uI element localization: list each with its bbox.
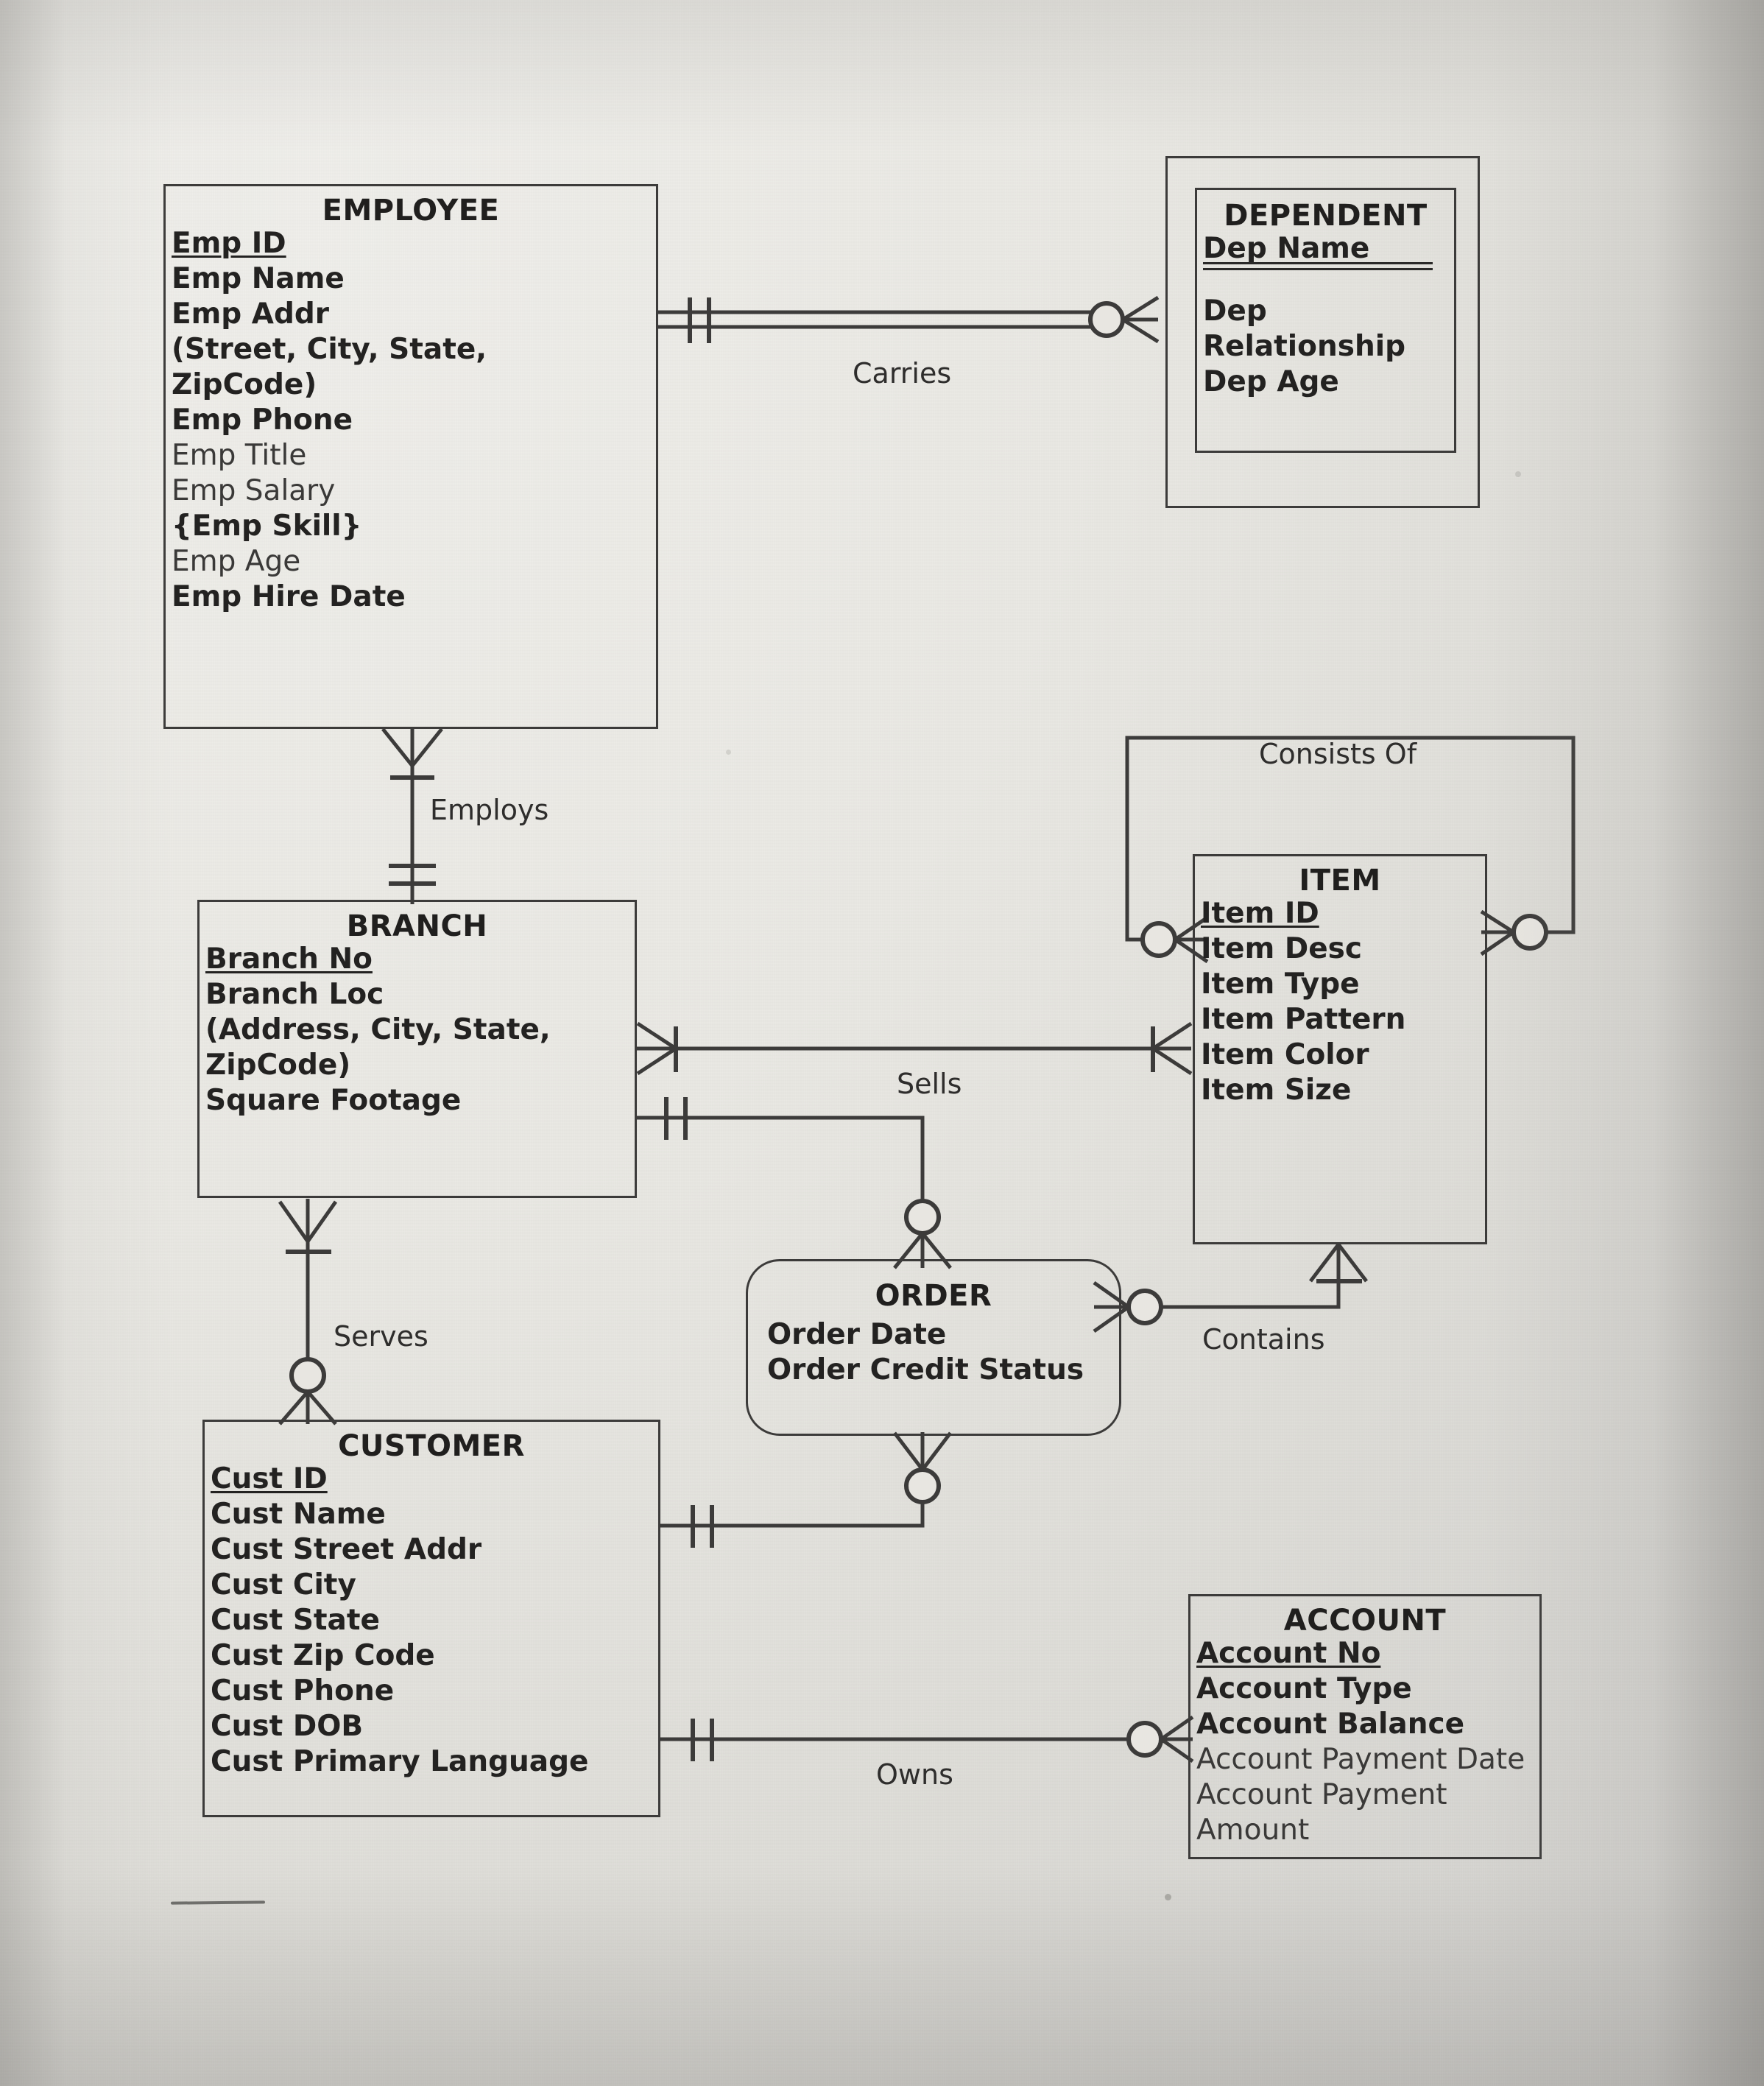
entity-title-customer: CUSTOMER: [338, 1429, 525, 1463]
attribute-emp-addr-components: (Street, City, State,: [172, 333, 487, 366]
relationship-line-owns: [660, 1715, 1194, 1763]
attribute-item-pattern: Item Pattern: [1201, 1003, 1406, 1036]
attribute-cust-zip-code: Cust Zip Code: [211, 1639, 435, 1672]
attribute-item-size: Item Size: [1201, 1074, 1352, 1107]
entity-order[interactable]: ORDER Order Date Order Credit Status: [746, 1259, 1121, 1436]
attribute-order-date: Order Date: [767, 1318, 947, 1351]
attribute-item-color: Item Color: [1201, 1038, 1369, 1071]
attribute-order-credit-status: Order Credit Status: [767, 1353, 1084, 1386]
attribute-account-payment: Account Payment: [1196, 1778, 1447, 1811]
entity-title-item: ITEM: [1299, 864, 1381, 898]
entity-customer[interactable]: CUSTOMER Cust ID Cust Name Cust Street A…: [202, 1420, 660, 1817]
entity-title-account: ACCOUNT: [1283, 1604, 1447, 1638]
paper-speck: [1165, 1894, 1171, 1900]
attribute-emp-title: Emp Title: [172, 439, 307, 472]
attribute-account-no: Account No: [1196, 1637, 1381, 1670]
attribute-cust-name: Cust Name: [211, 1498, 386, 1531]
relationship-label-serves: Serves: [334, 1320, 428, 1353]
entity-title-branch: BRANCH: [346, 909, 488, 943]
attribute-branch-addr-components: (Address, City, State,: [205, 1013, 551, 1046]
attribute-cust-primary-language: Cust Primary Language: [211, 1745, 589, 1778]
attribute-account-type: Account Type: [1196, 1672, 1412, 1705]
attribute-branch-zip: ZipCode): [205, 1049, 351, 1082]
attribute-account-amount: Amount: [1196, 1814, 1310, 1847]
attribute-cust-phone: Cust Phone: [211, 1674, 395, 1708]
attribute-dep: Dep: [1203, 295, 1267, 328]
relationship-label-consists-of: Consists Of: [1259, 738, 1417, 770]
relationship-label-owns: Owns: [876, 1758, 953, 1791]
attribute-branch-loc: Branch Loc: [205, 978, 384, 1011]
entity-account[interactable]: ACCOUNT Account No Account Type Account …: [1188, 1594, 1542, 1859]
relationship-line-branch-order: [637, 1097, 952, 1269]
relationship-line-carries: [657, 295, 1160, 344]
entity-dependent-outer[interactable]: [1165, 156, 1480, 508]
paper-speck: [726, 750, 731, 755]
relationship-label-sells: Sells: [897, 1068, 962, 1100]
attribute-branch-no: Branch No: [205, 942, 373, 976]
attribute-cust-state: Cust State: [211, 1604, 380, 1637]
paper-speck: [1515, 471, 1521, 477]
attribute-emp-phone: Emp Phone: [172, 404, 353, 437]
relationship-line-customer-order: [660, 1431, 952, 1548]
relationship-line-employs: [381, 727, 443, 904]
attribute-cust-id: Cust ID: [211, 1462, 328, 1495]
relationship-line-serves: [278, 1199, 338, 1426]
attribute-item-desc: Item Desc: [1201, 932, 1362, 965]
relationship-line-consists-of: [1125, 736, 1576, 964]
attribute-cust-street-addr: Cust Street Addr: [211, 1533, 482, 1566]
attribute-square-footage: Square Footage: [205, 1084, 462, 1117]
attribute-emp-name: Emp Name: [172, 262, 345, 295]
attribute-emp-hire-date: Emp Hire Date: [172, 580, 406, 613]
attribute-account-balance: Account Balance: [1196, 1708, 1465, 1741]
attribute-dep-name: Dep Name: [1203, 232, 1433, 270]
entity-title-order: ORDER: [875, 1279, 992, 1313]
entity-item[interactable]: ITEM Item ID Item Desc Item Type Item Pa…: [1193, 854, 1487, 1244]
attribute-account-payment-date: Account Payment Date: [1196, 1743, 1525, 1776]
attribute-emp-id: Emp ID: [172, 227, 286, 260]
entity-branch[interactable]: BRANCH Branch No Branch Loc (Address, Ci…: [197, 900, 637, 1198]
relationship-label-employs: Employs: [430, 794, 549, 826]
entity-title-dependent: DEPENDENT: [1224, 199, 1428, 233]
relationship-line-sells: [636, 1021, 1193, 1076]
attribute-emp-addr-zip: ZipCode): [172, 368, 317, 401]
relationship-label-carries: Carries: [853, 357, 952, 390]
attribute-dep-age: Dep Age: [1203, 365, 1339, 398]
relationship-label-contains: Contains: [1202, 1323, 1325, 1356]
attribute-item-type: Item Type: [1201, 968, 1360, 1001]
relationship-line-contains: [1093, 1243, 1368, 1333]
attribute-dep-relationship: Relationship: [1203, 330, 1405, 363]
entity-employee[interactable]: EMPLOYEE Emp ID Emp Name Emp Addr (Stree…: [163, 184, 658, 729]
attribute-cust-dob: Cust DOB: [211, 1710, 364, 1743]
entity-dependent[interactable]: DEPENDENT Dep Name Dep Relationship Dep …: [1195, 188, 1456, 453]
attribute-emp-age: Emp Age: [172, 545, 301, 578]
attribute-item-id: Item ID: [1201, 897, 1319, 930]
attribute-emp-skill: {Emp Skill}: [172, 510, 362, 543]
attribute-emp-salary: Emp Salary: [172, 474, 336, 507]
attribute-emp-addr: Emp Addr: [172, 297, 330, 331]
entity-title-employee: EMPLOYEE: [322, 194, 500, 228]
attribute-cust-city: Cust City: [211, 1568, 356, 1602]
